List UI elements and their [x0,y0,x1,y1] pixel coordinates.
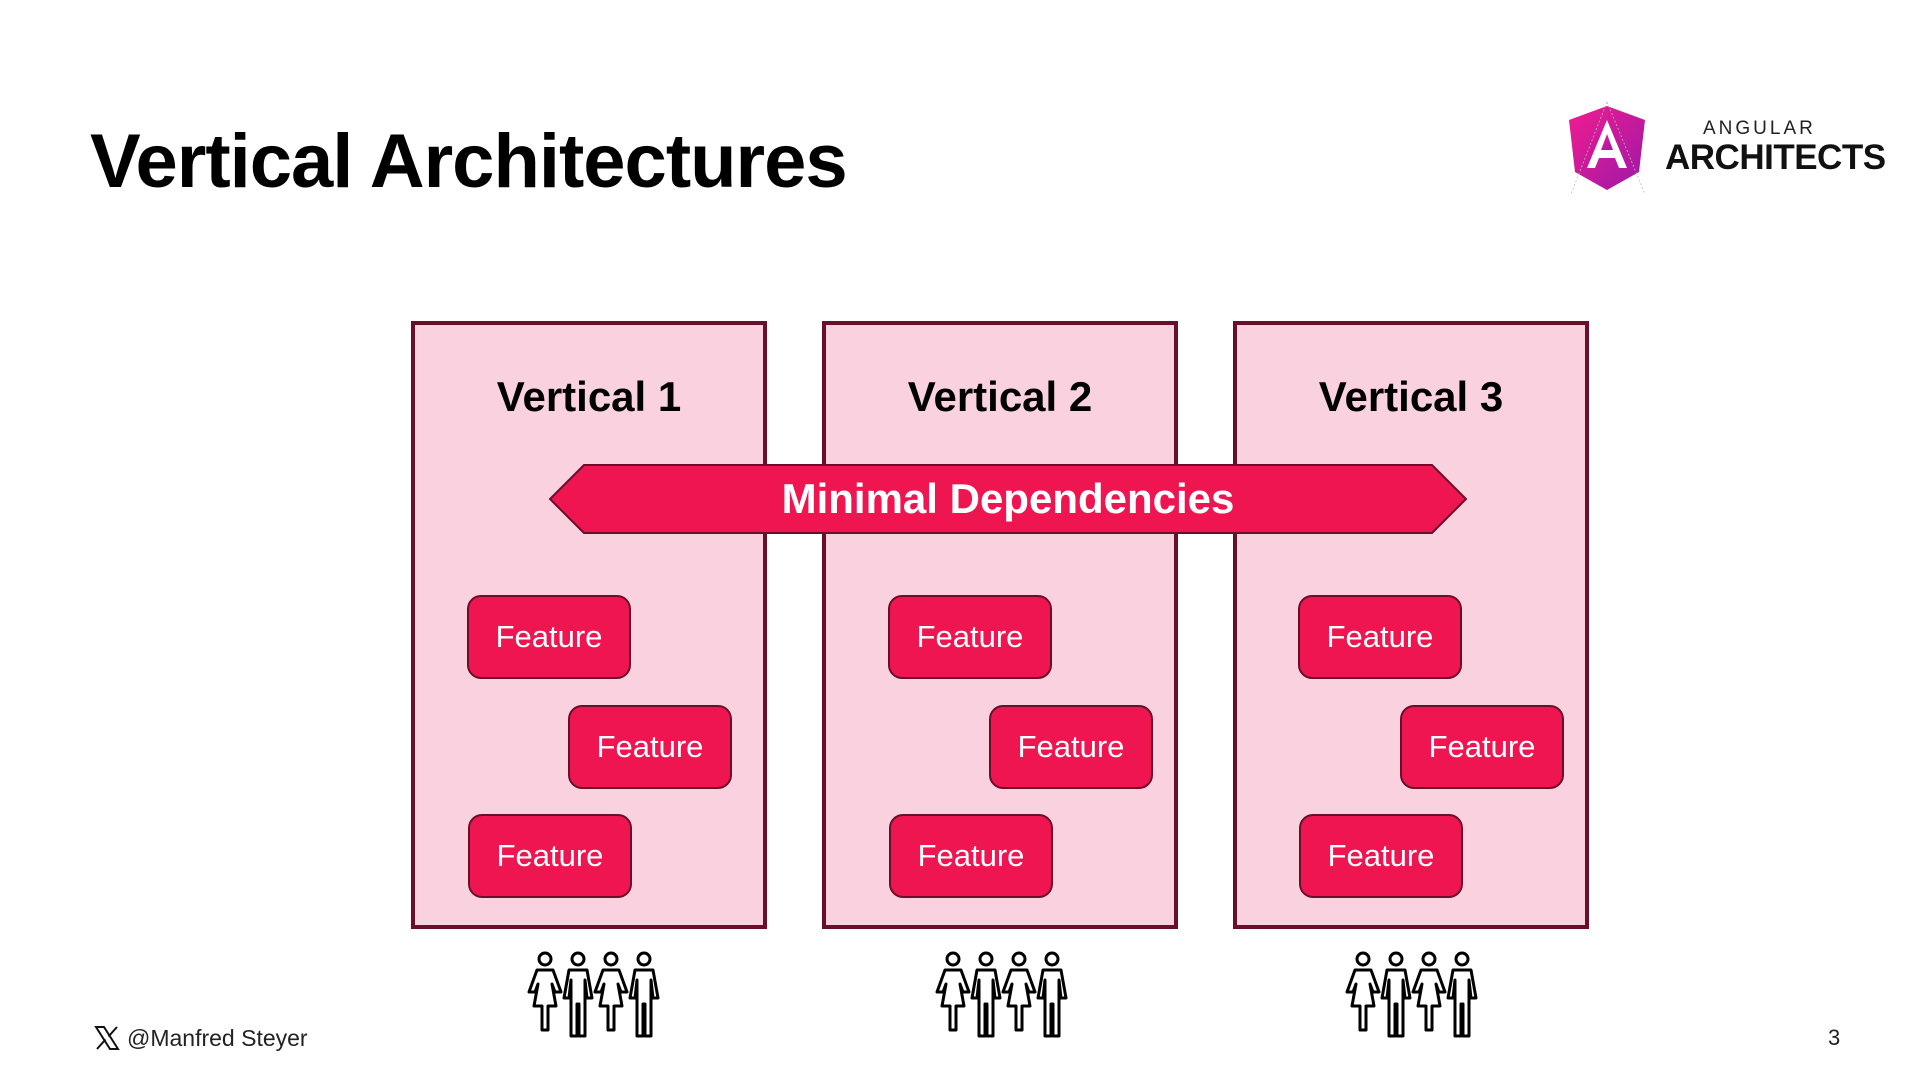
feature-box: Feature [889,814,1053,898]
footer-social-handle: @Manfred Steyer [93,1024,308,1052]
feature-box: Feature [467,595,631,679]
angular-logo-icon [1569,101,1646,195]
footer-handle-text: @Manfred Steyer [127,1024,308,1051]
vertical-box-1: Vertical 1 Feature Feature Feature [411,321,767,929]
double-arrow-shape [548,464,1468,534]
vertical-box-2: Vertical 2 Feature Feature Feature [822,321,1178,929]
feature-box: Feature [468,814,632,898]
vertical-title: Vertical 2 [907,373,1093,420]
team-of-four-people-icon [527,951,660,1038]
vertical-box-3: Vertical 3 Feature Feature Feature [1233,321,1589,929]
angular-architects-logo: ANGULAR ARCHITECTS [1565,100,1886,200]
feature-box: Feature [1400,705,1564,789]
logo-text-architects: ARCHITECTS [1665,138,1886,177]
feature-box: Feature [989,705,1153,789]
feature-box: Feature [888,595,1052,679]
x-logo-icon [94,1026,120,1050]
feature-box: Feature [568,705,732,789]
team-of-four-people-icon [1345,951,1478,1038]
slide-title: Vertical Architectures [90,119,848,204]
team-of-four-people-icon [935,951,1068,1038]
vertical-title: Vertical 1 [496,373,682,420]
vertical-title: Vertical 3 [1318,373,1504,420]
page-number: 3 [1828,1025,1841,1050]
logo-text-angular: ANGULAR [1703,118,1816,139]
feature-box: Feature [1299,814,1463,898]
arrow-label: Minimal Dependencies [781,475,1235,522]
feature-box: Feature [1298,595,1462,679]
